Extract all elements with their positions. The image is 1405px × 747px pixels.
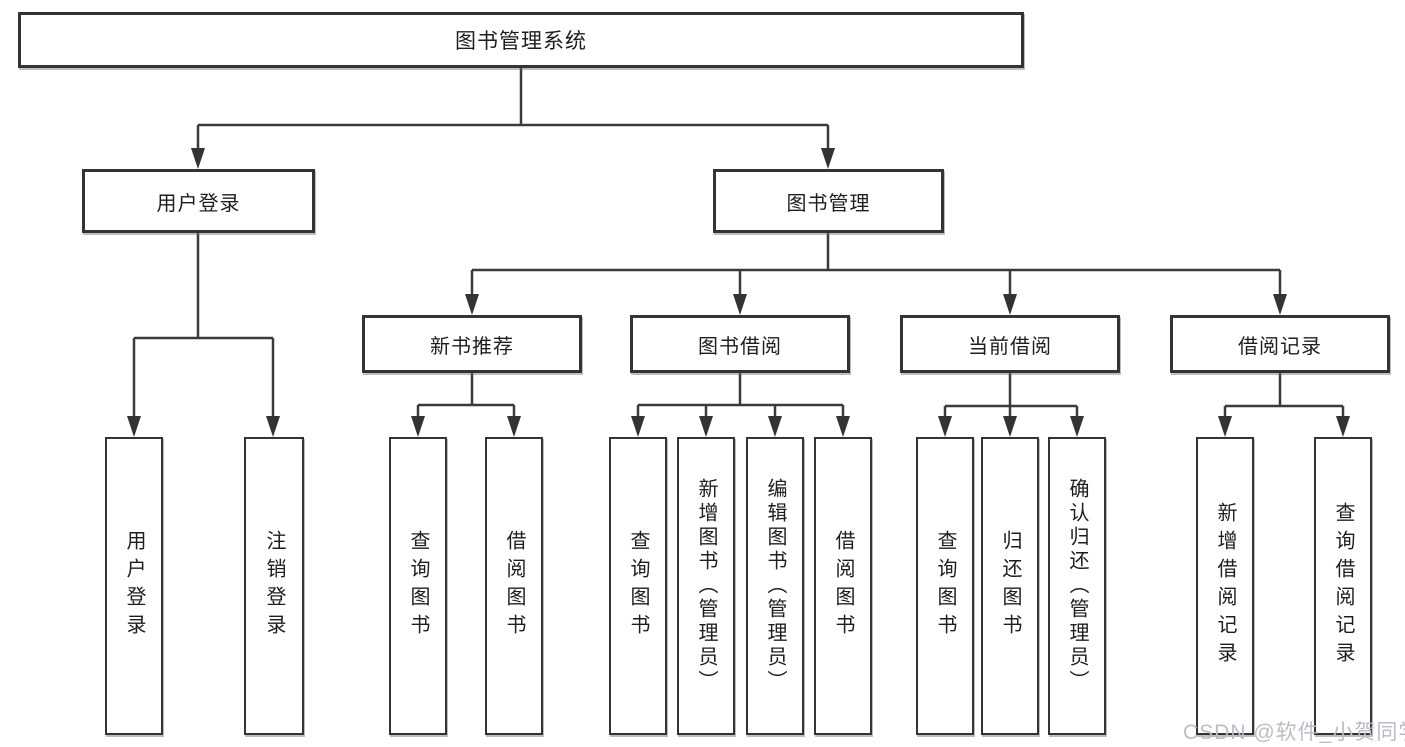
node-borrowing-records: 借阅记录: [1170, 315, 1390, 373]
leaf-query-borrow-record: 查询借阅记录: [1314, 437, 1372, 735]
leaf-query-books-1: 查询图书: [389, 437, 447, 735]
leaf-borrow-books-2: 借阅图书: [814, 437, 872, 735]
node-current-borrowing: 当前借阅: [900, 315, 1120, 373]
leaf-return-books: 归还图书: [981, 437, 1039, 735]
node-library-system: 图书管理系统: [18, 12, 1024, 68]
leaf-borrow-books-1: 借阅图书: [485, 437, 543, 735]
csdn-watermark: CSDN @软件_小贺同学: [1183, 721, 1405, 744]
node-book-borrowing: 图书借阅: [630, 315, 850, 373]
leaf-query-books-2: 查询图书: [609, 437, 667, 735]
node-new-book-recommend: 新书推荐: [362, 315, 582, 373]
leaf-add-borrow-record: 新增借阅记录: [1196, 437, 1254, 735]
leaf-logout: 注销登录: [244, 437, 304, 735]
leaf-query-books-3: 查询图书: [916, 437, 974, 735]
leaf-edit-books-admin: 编辑图书（管理员）: [746, 437, 804, 735]
connector-strokes: [132, 68, 1345, 418]
leaf-add-books-admin: 新增图书（管理员）: [677, 437, 735, 735]
leaf-confirm-return-admin: 确认归还（管理员）: [1048, 437, 1106, 735]
node-user-login: 用户登录: [82, 169, 315, 233]
leaf-user-login: 用户登录: [105, 437, 163, 735]
connector-arrowheads: [127, 148, 1350, 437]
node-book-management: 图书管理: [713, 169, 944, 233]
